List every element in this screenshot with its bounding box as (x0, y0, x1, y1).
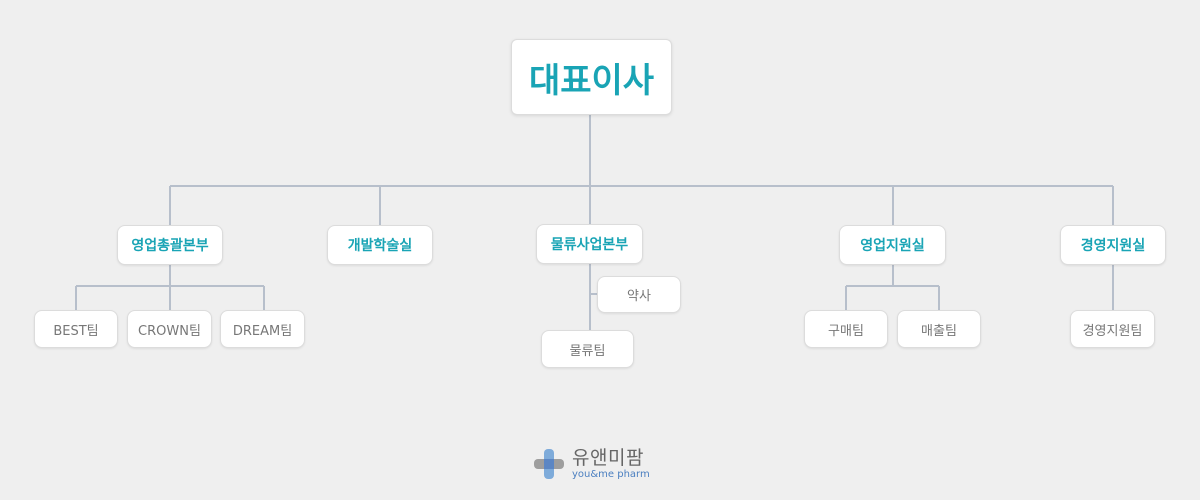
dept-node-label: 영업총괄본부 (131, 238, 209, 254)
dept-node-label: 물류사업본부 (550, 237, 629, 253)
team-node-sales: 매출팀 (897, 310, 981, 348)
root-node-label: 대표이사 (528, 60, 655, 101)
team-node-label: BEST팀 (53, 323, 99, 339)
team-node-crown: CROWN팀 (127, 310, 212, 348)
dept-node-label: 경영지원실 (1080, 238, 1146, 254)
team-node-label: 물류팀 (569, 343, 606, 359)
team-node-mgmt-support: 경영지원팀 (1070, 310, 1155, 348)
logo-name-english: you&me pharm (572, 468, 650, 480)
team-node-dream: DREAM팀 (220, 310, 305, 348)
team-node-purchasing: 구매팀 (804, 310, 888, 348)
dept-node-label: 영업지원실 (860, 238, 925, 254)
dept-node-dev-academy: 개발학술실 (327, 225, 433, 265)
side-node-pharmacist: 약사 (597, 276, 681, 313)
dept-node-sales-support: 영업지원실 (839, 225, 946, 265)
team-node-best: BEST팀 (34, 310, 118, 348)
dept-node-logistics-hq: 물류사업본부 (536, 224, 643, 264)
team-node-label: 매출팀 (921, 323, 957, 339)
team-node-label: 구매팀 (828, 323, 864, 339)
company-logo: 유앤미팜 you&me pharm (532, 446, 650, 482)
logo-name-korean: 유앤미팜 (572, 446, 644, 469)
team-node-label: CROWN팀 (138, 323, 201, 339)
team-node-label: 경영지원팀 (1082, 323, 1143, 339)
dept-node-sales-hq: 영업총괄본부 (117, 225, 223, 265)
dept-node-label: 개발학술실 (347, 238, 413, 254)
team-node-label: DREAM팀 (232, 323, 293, 339)
root-node-ceo: 대표이사 (511, 39, 672, 115)
team-node-logistics: 물류팀 (541, 330, 634, 368)
dept-node-mgmt-support: 경영지원실 (1060, 225, 1166, 265)
medical-cross-icon (534, 449, 564, 479)
side-node-label: 약사 (627, 289, 651, 304)
